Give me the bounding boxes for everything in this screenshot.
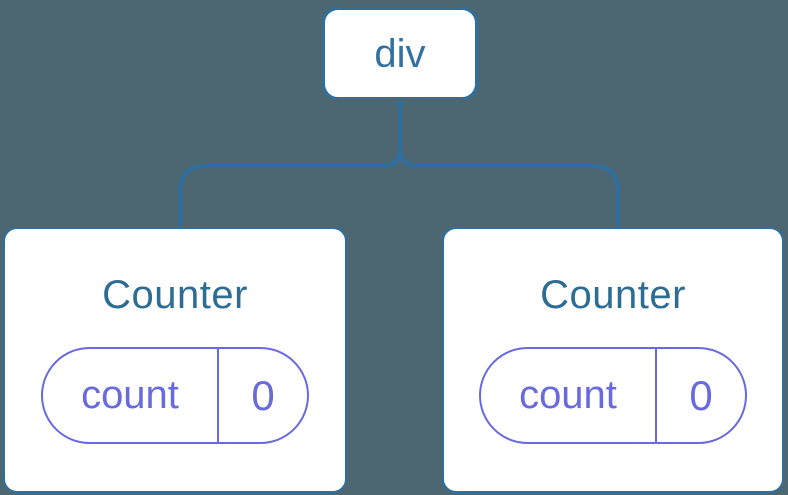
div-node-label: div: [374, 31, 426, 76]
state-key-label: count: [481, 349, 657, 442]
counter-card-right: Counter count 0: [442, 227, 784, 493]
component-name-label: Counter: [102, 273, 248, 317]
tree-node-div: div: [322, 7, 478, 100]
connector-right-branch: [398, 100, 620, 229]
component-name-label: Counter: [540, 273, 686, 317]
state-value-label: 0: [251, 371, 275, 419]
connector-left-branch: [178, 100, 402, 229]
counter-card-left: Counter count 0: [3, 227, 347, 493]
state-value-label: 0: [689, 371, 713, 419]
state-pill: count 0: [479, 347, 747, 444]
state-key-label: count: [43, 349, 219, 442]
state-pill: count 0: [41, 347, 309, 444]
